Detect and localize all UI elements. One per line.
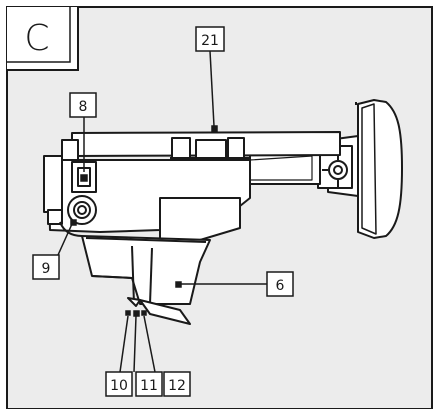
svg-text:11: 11 [140, 378, 158, 394]
callouts: 21 8 9 6 10 11 12 [32, 26, 294, 397]
svg-text:10: 10 [110, 378, 128, 394]
svg-text:9: 9 [42, 261, 51, 277]
svg-text:6: 6 [276, 278, 285, 294]
callout-9: 9 [32, 254, 60, 280]
callout-21: 21 [195, 26, 225, 52]
svg-text:8: 8 [79, 99, 88, 115]
callout-10: 10 [105, 371, 133, 397]
leader-lines [57, 50, 267, 373]
callout-11: 11 [135, 371, 163, 397]
front-panel [357, 99, 403, 239]
callout-12: 12 [163, 371, 191, 397]
panel-letter-box: C [7, 7, 79, 71]
svg-text:21: 21 [201, 33, 219, 49]
panel-letter: C [24, 18, 49, 59]
svg-text:12: 12 [168, 378, 186, 394]
callout-8: 8 [69, 92, 97, 118]
callout-6: 6 [266, 271, 294, 297]
